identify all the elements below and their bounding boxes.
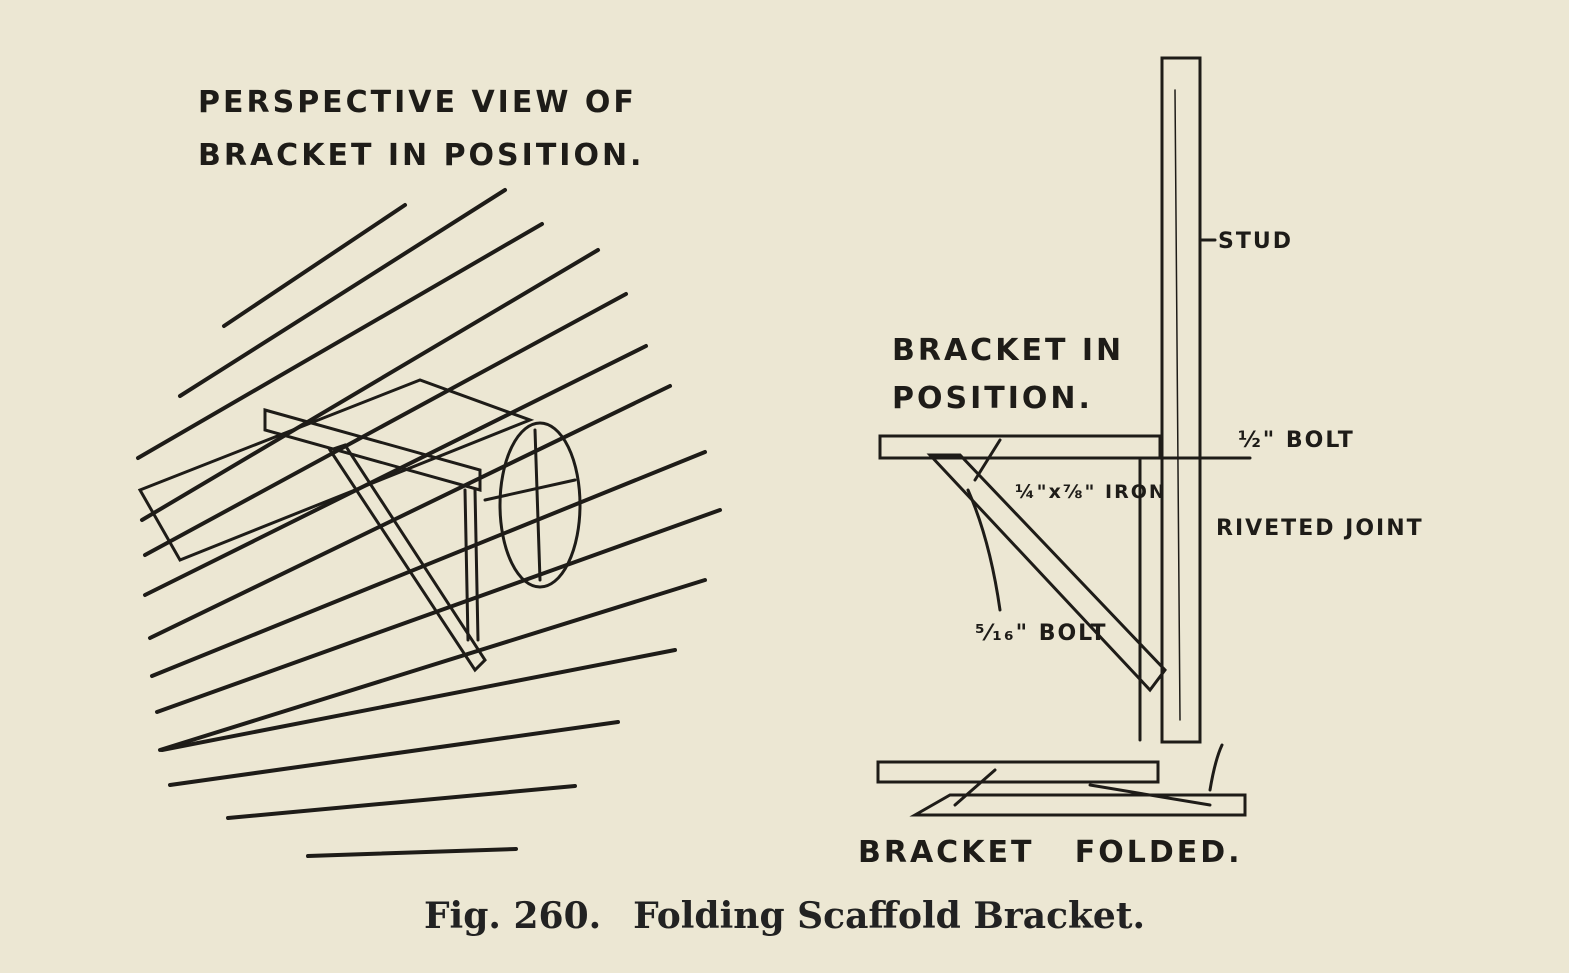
folded-bracket (876, 743, 1247, 817)
label-riveted-joint: RIVETED JOINT (1216, 516, 1424, 541)
label-lower-bolt: ⁵⁄₁₆" BOLT (975, 621, 1108, 646)
label-bracket-in-position-2: POSITION. (892, 381, 1093, 416)
figure-caption: Fig. 260. Folding Scaffold Bracket. (0, 895, 1569, 937)
label-iron: ¼"x⅞" IRON (1015, 481, 1167, 503)
perspective-title-line2: BRACKET IN POSITION. (198, 138, 645, 173)
perspective-title-line1: PERSPECTIVE VIEW OF (198, 85, 637, 120)
label-bracket-in-position-1: BRACKET IN (892, 333, 1125, 368)
figure-number: Fig. 260. (424, 895, 602, 937)
perspective-bracket (137, 378, 582, 673)
figure-title: Folding Scaffold Bracket. (633, 895, 1145, 937)
siding-lines (136, 188, 722, 858)
label-stud: STUD (1218, 229, 1293, 254)
label-bracket-folded: BRACKET FOLDED. (858, 835, 1243, 870)
elevation-bracket (878, 56, 1252, 744)
label-top-bolt: ½" BOLT (1238, 428, 1355, 453)
